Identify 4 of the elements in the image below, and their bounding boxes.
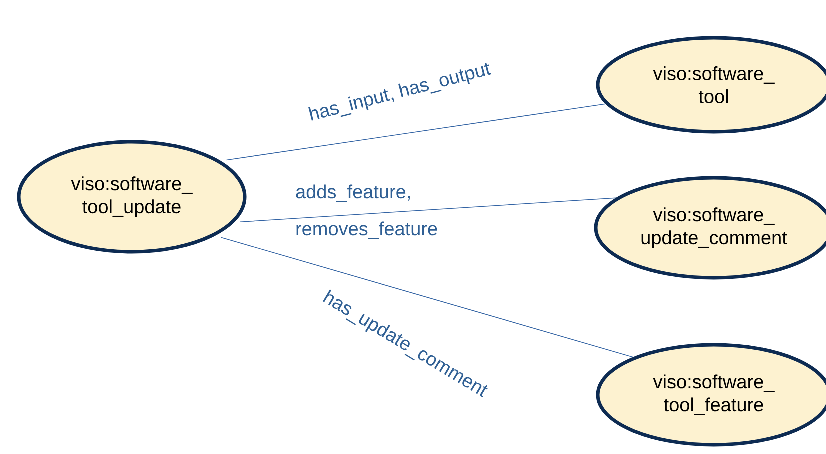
edge-label: adds_feature, removes_feature bbox=[296, 184, 438, 240]
connector-line bbox=[226, 104, 606, 161]
connector-line bbox=[220, 237, 634, 358]
connector-line bbox=[240, 198, 617, 223]
